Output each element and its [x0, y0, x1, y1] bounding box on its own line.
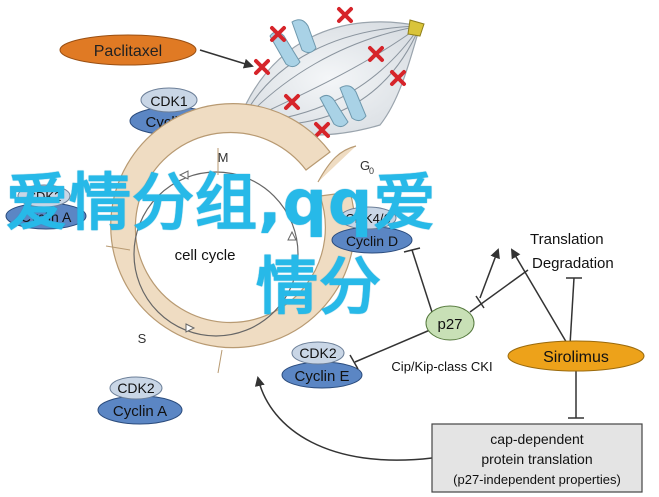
- phase-g0-subscript: 0: [369, 166, 374, 176]
- cell-cycle-label: cell cycle: [175, 247, 236, 264]
- sirolimus-label: Sirolimus: [543, 349, 609, 366]
- sirolimus-node: Sirolimus: [507, 340, 645, 372]
- cdk2-e-label: CDK2: [299, 345, 337, 361]
- box-line-1: cap-dependent: [490, 431, 584, 447]
- cdk2-upper-label: CDK2: [27, 189, 62, 204]
- x-cross-icon: [254, 7, 406, 138]
- cdk2-cyclin-e-complex: Cyclin E CDK2: [281, 341, 363, 389]
- cyclin-e-label: Cyclin E: [294, 368, 349, 385]
- cdk1-label: CDK1: [150, 93, 188, 109]
- p27-node: p27: [425, 305, 475, 341]
- p27-label: p27: [437, 316, 462, 333]
- cyclin-a-label: Cyclin A: [113, 403, 167, 420]
- phase-m-label: M: [218, 150, 229, 165]
- cdk4-6-cyclin-d-complex: Cyclin D CDK4/6: [331, 206, 413, 254]
- phase-g0-label: G: [360, 158, 370, 173]
- box-line-2: protein translation: [481, 451, 592, 467]
- paclitaxel-label: Paclitaxel: [94, 43, 162, 60]
- cyclin-a-upper-label: Cyclin A: [21, 209, 72, 225]
- paclitaxel-node: Paclitaxel: [59, 34, 197, 66]
- cdk2-cyclin-a-upper-complex: Cyclin A CDK2: [5, 184, 87, 230]
- cki-label: Cip/Kip-class CKI: [391, 359, 492, 374]
- cdk2-a-label: CDK2: [117, 380, 155, 396]
- translation-label: Translation: [530, 231, 604, 248]
- box-line-3: (p27-independent properties): [453, 472, 621, 487]
- cdk4-6-label: CDK4/6: [345, 211, 391, 226]
- phase-s-label: S: [138, 331, 147, 346]
- cyclin-d-label: Cyclin D: [346, 233, 398, 249]
- cap-dependent-box: cap-dependent protein translation (p27-i…: [431, 423, 643, 493]
- degradation-label: Degradation: [532, 255, 614, 272]
- cdk2-cyclin-a-complex: Cyclin A CDK2: [97, 376, 183, 425]
